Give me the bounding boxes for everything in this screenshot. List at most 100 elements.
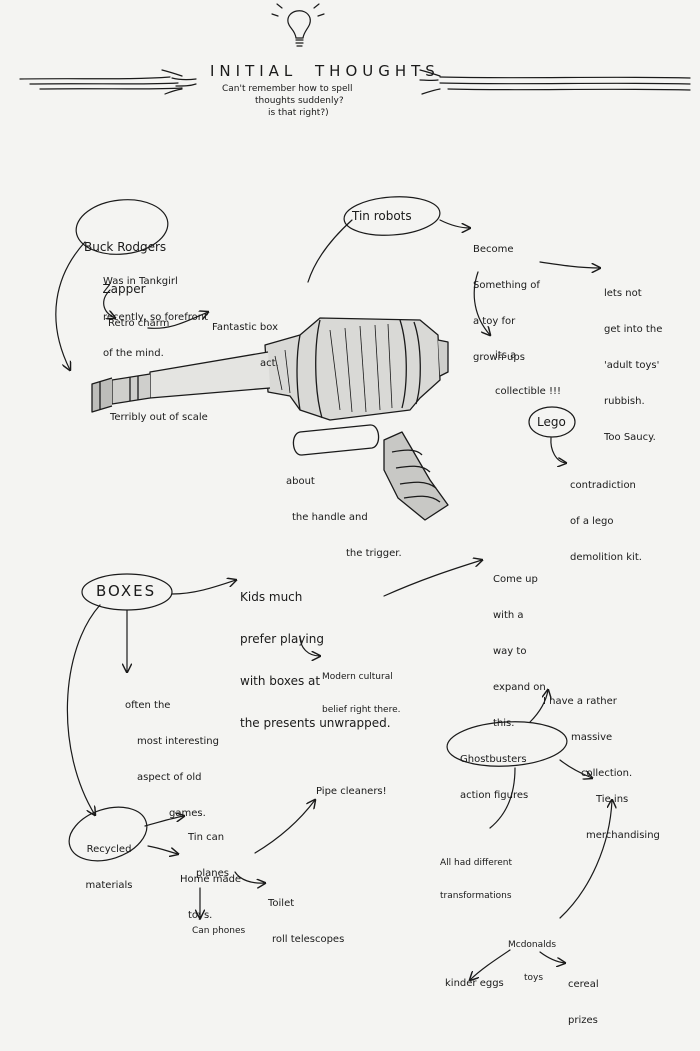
kinder-note: kinder eggs	[445, 978, 504, 989]
bubble-buck-rodgers	[75, 199, 169, 255]
transformations-line-1: All had different	[440, 858, 513, 868]
tin-can-line-2: planes	[196, 868, 229, 879]
interesting-note: often the most interesting aspect of old…	[125, 676, 219, 844]
sketch-drawing	[19, 3, 691, 993]
rather-massive-line-3: collection.	[581, 768, 633, 779]
handle-trigger-line-1: about	[286, 476, 315, 487]
adult-toys-line-2: get into the	[604, 324, 663, 335]
cereal-line-1: cereal	[568, 979, 599, 990]
tie-ins-line-1: Tie ins	[596, 794, 629, 805]
out-of-scale-note: Terribly out of scale	[110, 412, 208, 423]
kids-prefer-line-3: with boxes at	[240, 674, 321, 688]
kids-prefer-note: Kids much prefer playing with boxes at t…	[240, 562, 391, 758]
toilet-roll-line-2: roll telescopes	[272, 934, 345, 945]
tin-robots-label: Tin robots	[352, 209, 412, 223]
tie-ins-line-2: merchandising	[586, 830, 660, 841]
ray-gun-illustration	[91, 317, 449, 521]
sketch-page: INITIAL THOUGHTS Can't remember how to s…	[19, 3, 691, 1026]
rather-massive-line-2: massive	[571, 732, 613, 743]
buck-rodgers-label: Buck Rodgers Zapper	[84, 212, 167, 324]
recycled-label: Recycled materials	[74, 820, 144, 916]
toilet-roll-line-1: Toilet	[268, 898, 295, 909]
adult-toys-line-5: Too Saucy.	[604, 432, 656, 443]
handle-trigger-note: about the handle and the trigger.	[286, 452, 402, 584]
come-up-line-2: with a	[493, 610, 524, 621]
rather-massive-line-1: I have a rather	[543, 696, 617, 707]
collectible-note: its a collectible !!!	[495, 326, 561, 422]
contradiction-line-2: of a lego	[570, 516, 614, 527]
come-up-line-1: Come up	[493, 574, 538, 585]
ghostbusters-line-1: Ghostbusters	[460, 754, 527, 765]
transformations-line-2: transformations	[440, 891, 512, 901]
lightbulb-icon	[271, 3, 325, 47]
mcdonalds-note: Mcdonalds toys	[508, 918, 556, 1006]
come-up-line-3: way to	[493, 646, 527, 657]
kids-prefer-line-2: prefer playing	[240, 632, 324, 646]
bubble-ghostbusters	[446, 721, 568, 767]
ghostbusters-label: Ghostbusters action figures	[460, 730, 528, 826]
adult-toys-line-1: lets not	[604, 288, 642, 299]
handle-trigger-line-3: the trigger.	[346, 548, 402, 559]
bubble-lego	[528, 406, 576, 438]
recycled-line-1: Recycled	[86, 844, 132, 855]
title-thoughts: THOUGHTS	[315, 62, 440, 80]
modern-belief-line-2: belief right there.	[322, 705, 401, 715]
subtitle-line-1: Can't remember how to spell	[222, 84, 353, 94]
ghostbusters-line-2: action figures	[460, 790, 529, 801]
buck-rodgers-line-1: Buck Rodgers	[84, 240, 167, 254]
home-made-line-1: Home made	[180, 874, 242, 885]
tin-can-note: Tin can planes	[188, 808, 229, 904]
flourish-right	[419, 69, 691, 95]
rather-massive-note: I have a rather massive collection.	[543, 672, 632, 804]
flourish-left	[19, 69, 197, 95]
mcdonalds-line-2: toys	[524, 973, 544, 983]
mcdonalds-line-1: Mcdonalds	[508, 940, 557, 950]
tin-can-line-1: Tin can	[188, 832, 225, 843]
recycled-line-2: materials	[85, 880, 133, 891]
interesting-line-3: aspect of old	[137, 772, 202, 783]
interesting-line-4: games.	[169, 808, 206, 819]
can-phones-note: Can phones	[192, 926, 246, 936]
cereal-note: cereal prizes	[568, 955, 599, 1051]
contradiction-line-3: demolition kit.	[570, 552, 642, 563]
modern-belief-line-1: Modern cultural	[322, 672, 393, 682]
lego-label: Lego	[537, 415, 566, 429]
handle-trigger-line-2: the handle and	[292, 512, 368, 523]
tankgirl-line-3: of the mind.	[103, 348, 164, 359]
retro-charm-note: Retro charm	[108, 318, 170, 329]
transformations-note: All had different transformations	[440, 836, 512, 924]
bubble-tin-robots	[343, 196, 441, 236]
kids-prefer-line-4: the presents unwrapped.	[240, 716, 391, 730]
interesting-line-2: most interesting	[137, 736, 219, 747]
tie-ins-note: Tie ins merchandising	[586, 770, 660, 866]
fantastic-box-note: Fantastic box act.	[212, 298, 279, 394]
buck-rodgers-line-2: Zapper	[102, 282, 146, 296]
come-up-note: Come up with a way to expand on this.	[493, 550, 546, 754]
title-initial: INITIAL	[210, 62, 298, 80]
contradiction-note: contradiction of a lego demolition kit.	[570, 456, 642, 588]
home-made-note: Home made toys.	[180, 850, 241, 946]
tankgirl-note: Was in Tankgirl recently, so forefront o…	[103, 252, 208, 384]
adult-toys-line-3: 'adult toys'	[604, 360, 660, 371]
cereal-line-2: prizes	[568, 1015, 598, 1026]
subtitle-line-2: thoughts suddenly?	[255, 96, 344, 106]
modern-belief-note: Modern cultural belief right there.	[322, 650, 401, 738]
collectible-line-1: its a	[495, 350, 517, 361]
come-up-line-4: expand on	[493, 682, 546, 693]
boxes-label: BOXES	[96, 582, 157, 600]
subtitle-line-3: is that right?)	[268, 108, 329, 118]
come-up-line-5: this.	[493, 718, 515, 729]
fantastic-box-line-1: Fantastic box	[212, 322, 279, 333]
bubble-recycled	[68, 806, 148, 862]
kids-prefer-line-1: Kids much	[240, 590, 303, 604]
collectible-line-2: collectible !!!	[495, 386, 562, 397]
contradiction-line-1: contradiction	[570, 480, 636, 491]
adult-toys-note: lets not get into the 'adult toys' rubbi…	[604, 264, 662, 468]
tankgirl-line-2: recently, so forefront	[103, 312, 208, 323]
toilet-roll-note: Toilet roll telescopes	[268, 874, 344, 970]
interesting-line-1: often the	[125, 700, 171, 711]
become-toy-line-2: Something of	[473, 280, 540, 291]
become-toy-line-1: Become	[473, 244, 514, 255]
fantastic-box-line-2: act.	[260, 358, 279, 369]
become-toy-note: Become Something of a toy for grown ups	[473, 220, 540, 388]
